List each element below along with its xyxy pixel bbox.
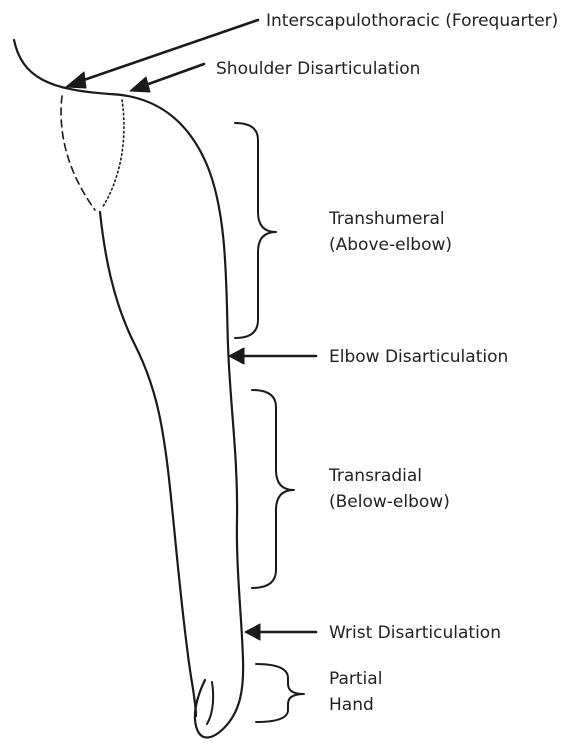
arm-outer-contour: [14, 40, 243, 738]
label-transradial-line1: Transradial: [329, 463, 450, 489]
arrow-wrist: [245, 624, 316, 640]
label-transradial: Transradial (Below-elbow): [329, 463, 450, 515]
shoulder-cut-line: [102, 100, 124, 208]
label-wrist-text: Wrist Disarticulation: [329, 620, 501, 646]
thumb-contour: [207, 682, 213, 724]
label-transhumeral-line2: (Above-elbow): [329, 232, 452, 258]
label-partial-hand: Partial Hand: [329, 666, 382, 718]
label-shoulder-text: Shoulder Disarticulation: [216, 56, 420, 82]
label-interscapulothoracic: Interscapulothoracic (Forequarter): [266, 8, 558, 34]
label-interscapulothoracic-text: Interscapulothoracic (Forequarter): [266, 8, 558, 34]
label-elbow-text: Elbow Disarticulation: [329, 344, 508, 370]
label-shoulder-disarticulation: Shoulder Disarticulation: [216, 56, 420, 82]
bracket-transradial: [252, 390, 294, 588]
label-wrist-disarticulation: Wrist Disarticulation: [329, 620, 501, 646]
forequarter-cut-line: [61, 96, 95, 210]
arrow-elbow: [229, 348, 316, 364]
label-transhumeral: Transhumeral (Above-elbow): [329, 206, 452, 258]
label-partial-hand-line2: Hand: [329, 692, 382, 718]
arrow-shoulder: [130, 64, 204, 92]
label-partial-hand-line1: Partial: [329, 666, 382, 692]
bracket-transhumeral: [235, 123, 276, 338]
bracket-partial-hand: [256, 664, 304, 722]
arm-inner-contour: [100, 212, 196, 716]
label-transhumeral-line1: Transhumeral: [329, 206, 452, 232]
label-elbow-disarticulation: Elbow Disarticulation: [329, 344, 508, 370]
label-transradial-line2: (Below-elbow): [329, 489, 450, 515]
